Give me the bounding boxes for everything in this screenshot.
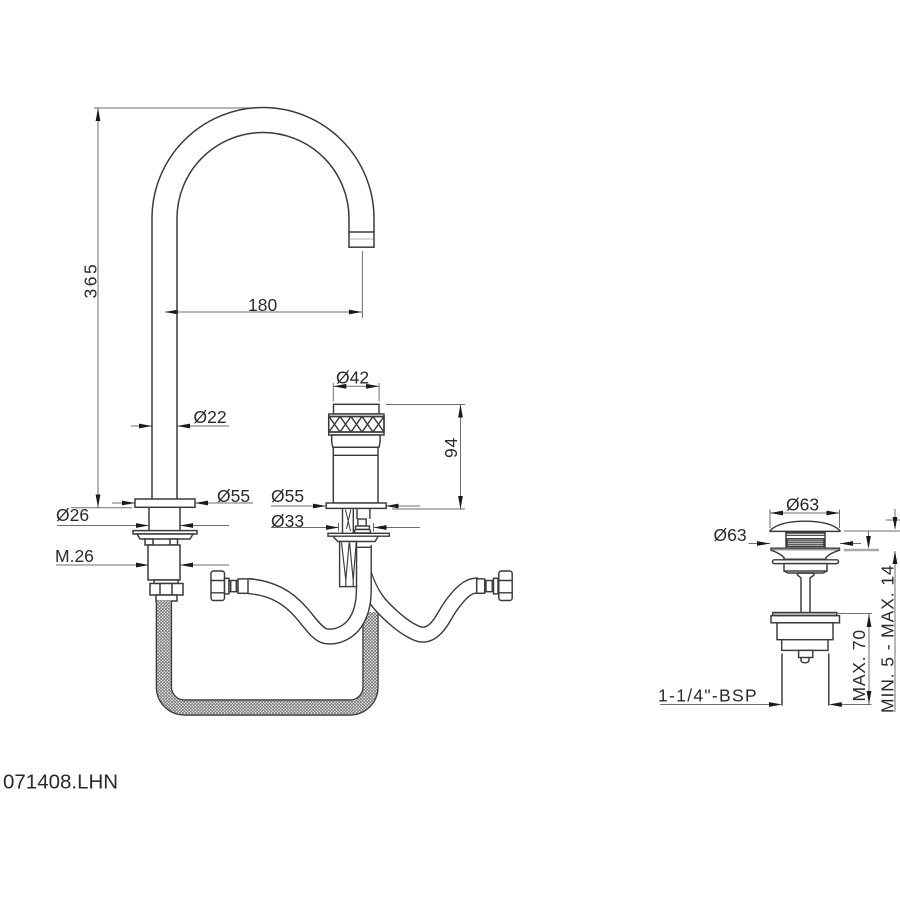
svg-text:071408.LHN: 071408.LHN xyxy=(3,771,118,794)
svg-text:1-1/4"-BSP: 1-1/4"-BSP xyxy=(658,686,758,706)
svg-text:94: 94 xyxy=(441,437,461,458)
svg-text:Ø22: Ø22 xyxy=(194,407,227,427)
svg-text:Ø33: Ø33 xyxy=(271,511,304,531)
svg-text:Ø63: Ø63 xyxy=(786,495,819,515)
svg-text:Ø26: Ø26 xyxy=(56,505,89,525)
svg-text:MIN. 5 - MAX. 14: MIN. 5 - MAX. 14 xyxy=(878,564,898,713)
svg-text:M.26: M.26 xyxy=(55,546,94,566)
svg-text:365: 365 xyxy=(81,262,101,299)
svg-text:Ø42: Ø42 xyxy=(336,368,369,388)
svg-text:180: 180 xyxy=(248,295,277,315)
svg-text:Ø63: Ø63 xyxy=(714,525,747,545)
svg-text:Ø55: Ø55 xyxy=(271,486,304,506)
svg-text:Ø55: Ø55 xyxy=(217,486,250,506)
svg-text:MAX. 70: MAX. 70 xyxy=(849,629,869,701)
